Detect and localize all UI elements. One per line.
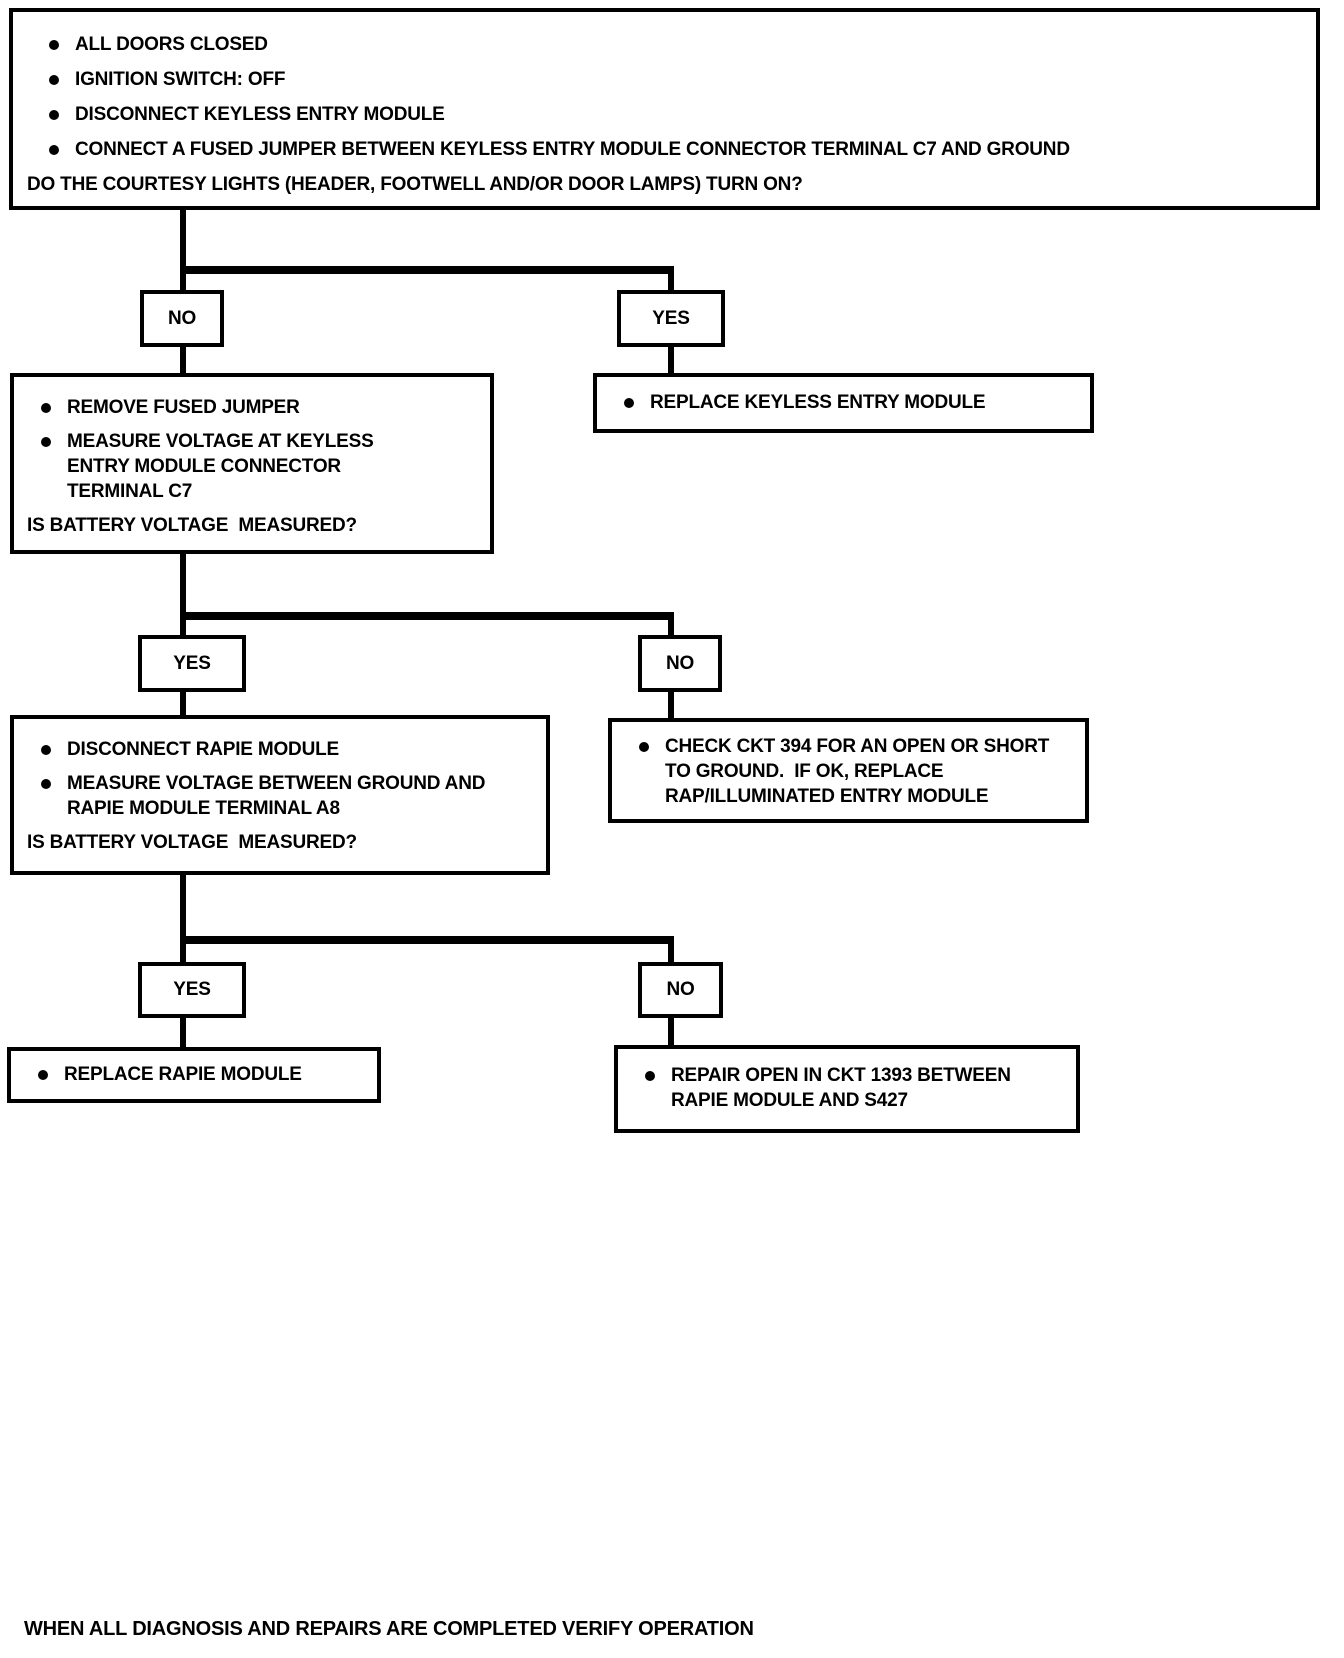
step-text: MEASURE VOLTAGE AT KEYLESS ENTRY MODULE … <box>67 431 379 502</box>
connector-line <box>180 554 186 635</box>
connector-line <box>180 936 674 944</box>
branch2-no-label: NO <box>638 635 722 692</box>
bullet-icon <box>49 110 59 120</box>
start-condition-box: ALL DOORS CLOSED IGNITION SWITCH: OFF DI… <box>9 8 1320 210</box>
step-text: REPAIR OPEN IN CKT 1393 BETWEEN RAPIE MO… <box>671 1065 1016 1111</box>
label-text: NO <box>666 979 695 1000</box>
list-item: DISCONNECT RAPIE MODULE <box>14 737 546 762</box>
connector-line <box>180 266 674 274</box>
label-text: YES <box>173 979 211 1000</box>
list-item: REPAIR OPEN IN CKT 1393 BETWEEN RAPIE MO… <box>618 1063 1076 1113</box>
bullet-icon <box>38 1070 48 1080</box>
connector-line <box>180 210 186 292</box>
step-text: DISCONNECT KEYLESS ENTRY MODULE <box>75 104 445 125</box>
question-text: IS BATTERY VOLTAGE MEASURED? <box>27 832 357 853</box>
label-text: YES <box>173 652 211 674</box>
bullet-icon <box>49 145 59 155</box>
connector-line <box>668 692 674 720</box>
bullet-icon <box>41 745 51 755</box>
bullet-icon <box>49 40 59 50</box>
list-item: CONNECT A FUSED JUMPER BETWEEN KEYLESS E… <box>13 137 1316 162</box>
list-item: DISCONNECT KEYLESS ENTRY MODULE <box>13 102 1316 127</box>
verify-operation-note: WHEN ALL DIAGNOSIS AND REPAIRS ARE COMPL… <box>24 1618 754 1640</box>
question-text: DO THE COURTESY LIGHTS (HEADER, FOOTWELL… <box>27 174 803 195</box>
label-text: YES <box>652 307 690 329</box>
connector-line <box>180 612 674 620</box>
list-item: IGNITION SWITCH: OFF <box>13 67 1316 92</box>
branch2-no-action-box: CHECK CKT 394 FOR AN OPEN OR SHORT TO GR… <box>608 718 1089 823</box>
branch3-no-action-box: REPAIR OPEN IN CKT 1393 BETWEEN RAPIE MO… <box>614 1045 1080 1133</box>
bullet-icon <box>41 403 51 413</box>
connector-line <box>668 266 674 292</box>
branch3-no-label: NO <box>638 962 723 1018</box>
connector-line <box>668 936 674 962</box>
branch3-yes-label: YES <box>138 962 246 1018</box>
branch2-yes-action-box: DISCONNECT RAPIE MODULE MEASURE VOLTAGE … <box>10 715 550 875</box>
step-text: CHECK CKT 394 FOR AN OPEN OR SHORT TO GR… <box>665 736 1055 807</box>
connector-line <box>668 1018 674 1047</box>
branch1-no-label: NO <box>140 290 224 347</box>
branch1-no-action-box: REMOVE FUSED JUMPER MEASURE VOLTAGE AT K… <box>10 373 494 554</box>
step-text: DISCONNECT RAPIE MODULE <box>67 739 339 760</box>
bullet-icon <box>639 742 649 752</box>
connector-line <box>668 612 674 635</box>
list-item: CHECK CKT 394 FOR AN OPEN OR SHORT TO GR… <box>612 734 1085 809</box>
list-item: MEASURE VOLTAGE AT KEYLESS ENTRY MODULE … <box>14 429 490 504</box>
label-text: NO <box>665 652 695 674</box>
step-text: REPLACE RAPIE MODULE <box>64 1064 302 1085</box>
branch2-yes-label: YES <box>138 635 246 692</box>
step-text: ALL DOORS CLOSED <box>75 34 268 55</box>
list-item: REPLACE RAPIE MODULE <box>11 1062 377 1087</box>
step-text: MEASURE VOLTAGE BETWEEN GROUND AND RAPIE… <box>67 773 491 819</box>
question-text: IS BATTERY VOLTAGE MEASURED? <box>27 515 357 536</box>
connector-line <box>180 875 186 962</box>
list-item: REMOVE FUSED JUMPER <box>14 395 490 420</box>
bullet-icon <box>49 75 59 85</box>
bullet-icon <box>41 437 51 447</box>
step-text: REMOVE FUSED JUMPER <box>67 397 300 418</box>
bullet-icon <box>624 398 634 408</box>
branch1-yes-action-box: REPLACE KEYLESS ENTRY MODULE <box>593 373 1094 433</box>
connector-line <box>180 692 186 717</box>
list-item: REPLACE KEYLESS ENTRY MODULE <box>597 390 1090 415</box>
connector-line <box>180 1018 186 1049</box>
bullet-icon <box>645 1071 655 1081</box>
step-text: REPLACE KEYLESS ENTRY MODULE <box>650 392 986 413</box>
branch1-yes-label: YES <box>617 290 725 347</box>
connector-line <box>668 347 674 375</box>
step-text: IGNITION SWITCH: OFF <box>75 69 286 90</box>
connector-line <box>180 347 186 375</box>
step-text: CONNECT A FUSED JUMPER BETWEEN KEYLESS E… <box>75 139 1070 160</box>
bullet-icon <box>41 779 51 789</box>
list-item: ALL DOORS CLOSED <box>13 32 1316 57</box>
list-item: MEASURE VOLTAGE BETWEEN GROUND AND RAPIE… <box>14 771 546 821</box>
label-text: NO <box>167 307 197 329</box>
branch3-yes-action-box: REPLACE RAPIE MODULE <box>7 1047 381 1103</box>
